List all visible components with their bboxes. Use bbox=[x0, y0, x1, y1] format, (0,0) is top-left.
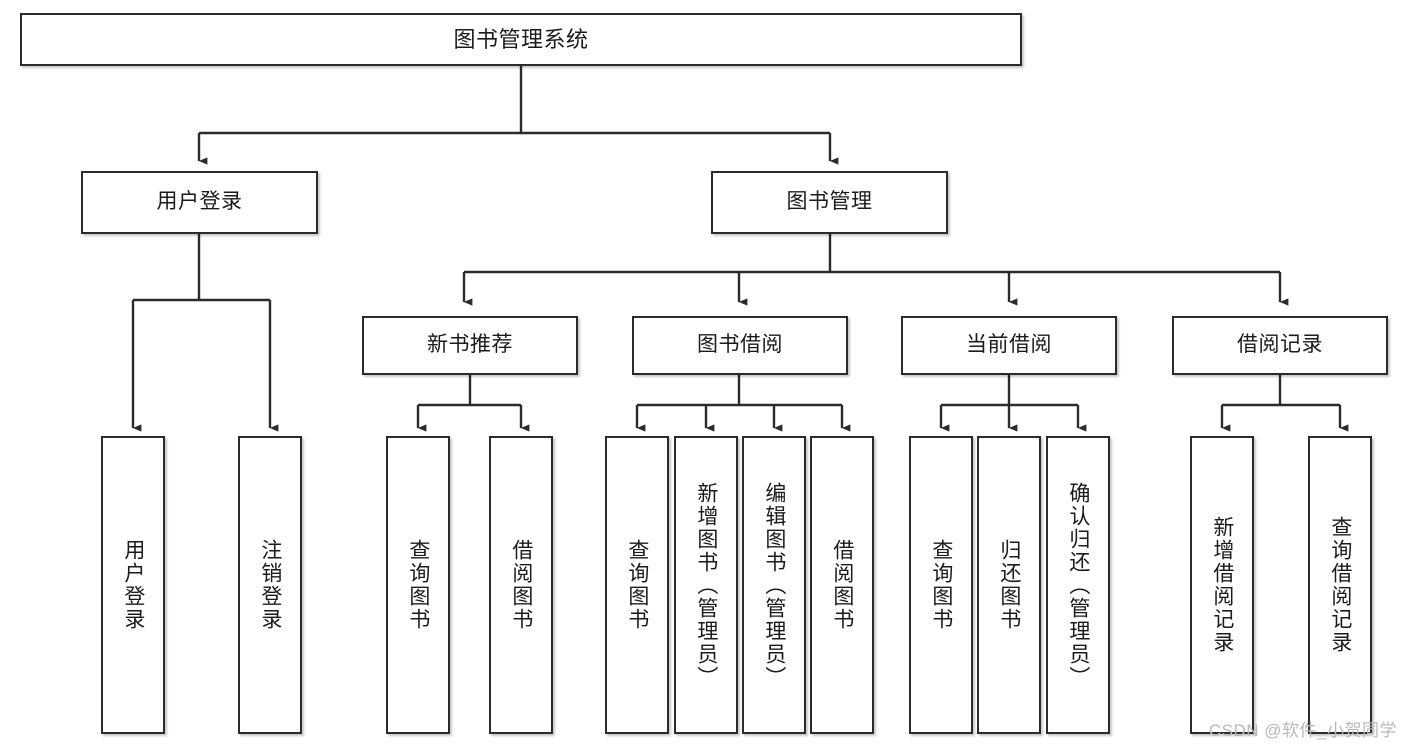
leaf-user-login-label: 用户登录 bbox=[121, 539, 145, 631]
leaf-logout[interactable]: 注销登录 bbox=[238, 436, 302, 734]
node-root-label: 图书管理系统 bbox=[453, 26, 589, 52]
node-user-login-label: 用户登录 bbox=[156, 190, 243, 214]
node-book-management-label: 图书管理 bbox=[786, 190, 873, 214]
leaf-query-books-3-label: 查询图书 bbox=[929, 539, 953, 631]
node-new-book-recommend-label: 新书推荐 bbox=[427, 333, 513, 357]
node-user-login[interactable]: 用户登录 bbox=[81, 171, 318, 234]
leaf-confirm-return[interactable]: 确认归还（管理员） bbox=[1046, 436, 1110, 734]
node-current-borrow-label: 当前借阅 bbox=[966, 333, 1052, 357]
leaf-add-record[interactable]: 新增借阅记录 bbox=[1190, 436, 1254, 734]
node-new-book-recommend[interactable]: 新书推荐 bbox=[362, 316, 578, 375]
leaf-logout-label: 注销登录 bbox=[258, 539, 282, 631]
watermark: CSDN @软件_小贺同学 bbox=[1208, 721, 1397, 740]
node-borrow-record[interactable]: 借阅记录 bbox=[1172, 316, 1388, 375]
leaf-query-books-1[interactable]: 查询图书 bbox=[386, 436, 450, 734]
node-borrow-record-label: 借阅记录 bbox=[1237, 333, 1323, 357]
leaf-query-books-2-label: 查询图书 bbox=[625, 539, 649, 631]
node-root[interactable]: 图书管理系统 bbox=[20, 13, 1022, 66]
leaf-query-books-2[interactable]: 查询图书 bbox=[605, 436, 669, 734]
leaf-return-book-label: 归还图书 bbox=[997, 539, 1021, 631]
leaf-edit-book[interactable]: 编辑图书（管理员） bbox=[742, 436, 806, 734]
node-current-borrow[interactable]: 当前借阅 bbox=[901, 316, 1117, 375]
leaf-query-books-3[interactable]: 查询图书 bbox=[909, 436, 973, 734]
node-book-borrow[interactable]: 图书借阅 bbox=[632, 316, 848, 375]
leaf-borrow-books-2-label: 借阅图书 bbox=[830, 539, 854, 631]
leaf-add-book-label: 新增图书（管理员） bbox=[694, 481, 718, 689]
leaf-borrow-books-2[interactable]: 借阅图书 bbox=[810, 436, 874, 734]
leaf-return-book[interactable]: 归还图书 bbox=[977, 436, 1041, 734]
leaf-query-record-label: 查询借阅记录 bbox=[1328, 516, 1352, 654]
leaf-borrow-books-1[interactable]: 借阅图书 bbox=[489, 436, 553, 734]
leaf-add-book[interactable]: 新增图书（管理员） bbox=[674, 436, 738, 734]
leaf-user-login[interactable]: 用户登录 bbox=[101, 436, 165, 734]
node-book-management[interactable]: 图书管理 bbox=[711, 171, 948, 234]
leaf-query-record[interactable]: 查询借阅记录 bbox=[1308, 436, 1372, 734]
leaf-query-books-1-label: 查询图书 bbox=[406, 539, 430, 631]
leaf-borrow-books-1-label: 借阅图书 bbox=[509, 539, 533, 631]
leaf-confirm-return-label: 确认归还（管理员） bbox=[1066, 481, 1090, 689]
leaf-edit-book-label: 编辑图书（管理员） bbox=[762, 481, 786, 689]
leaf-add-record-label: 新增借阅记录 bbox=[1210, 516, 1234, 654]
node-book-borrow-label: 图书借阅 bbox=[697, 333, 783, 357]
